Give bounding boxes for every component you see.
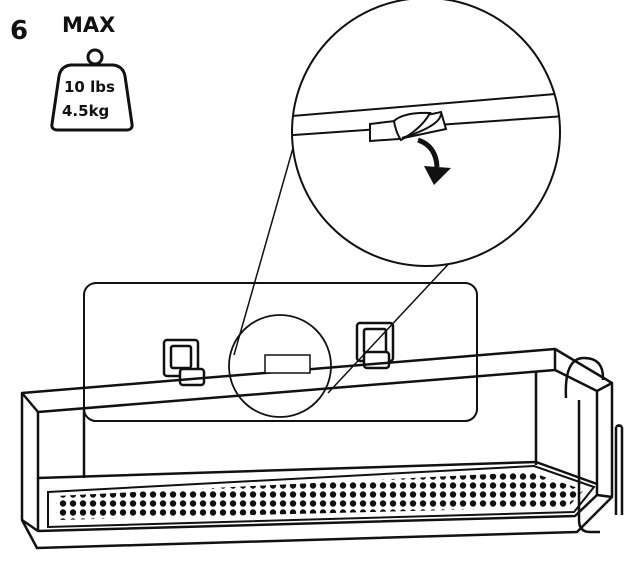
curved-arrow-icon — [417, 137, 451, 185]
basket-frame — [20, 347, 614, 550]
weight-icon — [50, 48, 134, 132]
rail-tab — [264, 354, 311, 374]
weight-metric: 4.5kg — [62, 102, 110, 120]
weight-imperial: 10 lbs — [64, 78, 115, 96]
max-heading: MAX — [62, 13, 116, 37]
adhesive-panel — [83, 282, 478, 422]
side-hook — [564, 356, 624, 534]
step-number: 6 — [10, 16, 29, 46]
magnifier-callout — [228, 314, 332, 418]
zoom-detail — [291, 0, 561, 267]
perforated-tray — [47, 464, 596, 529]
